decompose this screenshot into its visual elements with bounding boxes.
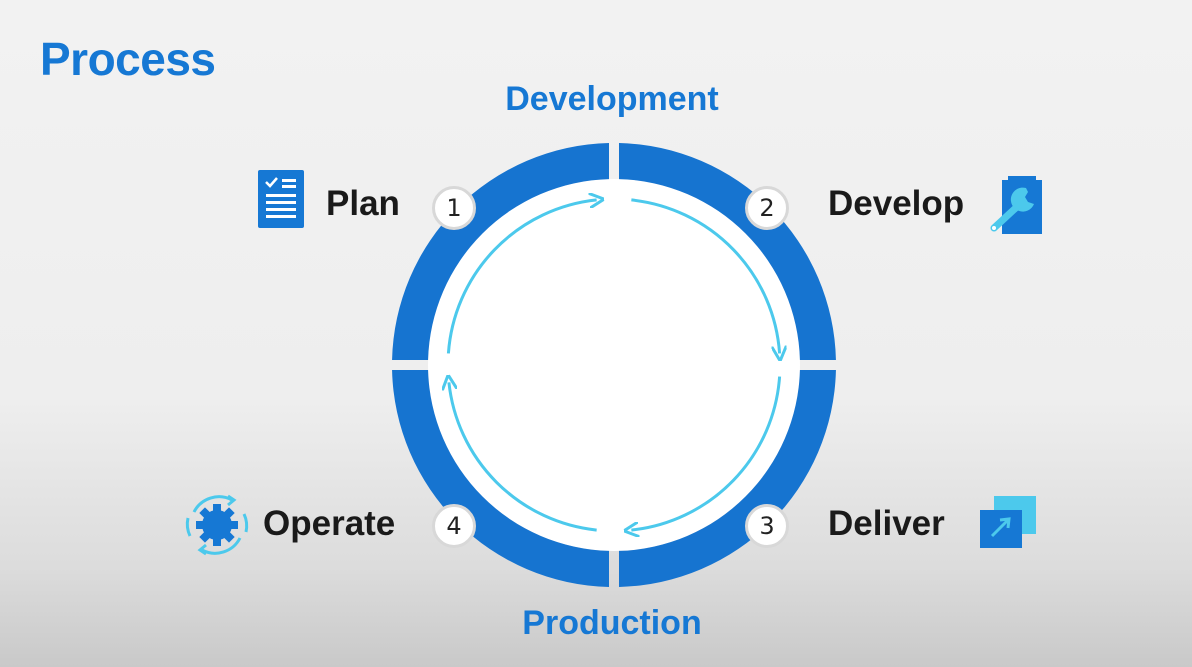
- ring-segment-operate: [392, 369, 610, 587]
- cycle-arrow-operate-to-plan: [449, 382, 597, 532]
- step-label-operate: Operate: [263, 504, 396, 543]
- step-badge-3: 3: [745, 504, 789, 548]
- step-badge-4: 4: [432, 504, 476, 548]
- cycle-arrow-develop-to-deliver: [631, 198, 779, 354]
- phase-label-development: Development: [505, 80, 719, 118]
- wrench-icon: [990, 176, 1042, 234]
- step-badge-1: 1: [432, 186, 476, 230]
- ring-segment-develop: [618, 143, 836, 361]
- ring-segment-deliver: [618, 369, 836, 587]
- step-label-develop: Develop: [828, 184, 965, 223]
- step-badge-2: 2: [745, 186, 789, 230]
- step-label-deliver: Deliver: [828, 504, 945, 543]
- step-label-plan: Plan: [326, 184, 400, 223]
- deliver-arrow-icon: [980, 496, 1036, 548]
- page-title: Process: [40, 33, 216, 85]
- cycle-arrow-plan-to-develop: [446, 200, 596, 354]
- cycle-arrow-deliver-to-operate: [631, 376, 782, 531]
- ring-segment-plan: [392, 143, 610, 361]
- cycle-inner-disk: [428, 179, 800, 551]
- checklist-icon: [258, 170, 304, 228]
- gear-cycle-icon: [185, 494, 249, 556]
- phase-label-production: Production: [522, 604, 702, 642]
